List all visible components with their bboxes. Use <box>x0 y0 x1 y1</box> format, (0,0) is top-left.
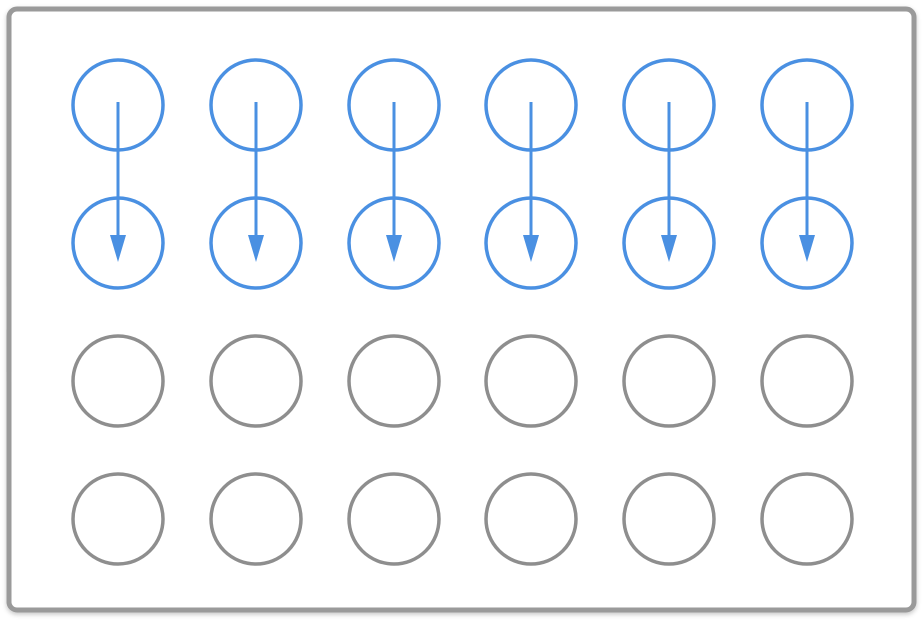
inactive-circle-r4-c1 <box>71 472 165 566</box>
arrow-down-icon <box>523 102 539 262</box>
arrow-down-icon <box>799 102 815 262</box>
inactive-circle-r3-c1 <box>71 334 165 428</box>
inactive-circle-r4-c6 <box>760 472 854 566</box>
arrow-down-icon <box>386 102 402 262</box>
arrow-down-icon <box>248 102 264 262</box>
inactive-circle-r3-c3 <box>347 334 441 428</box>
inactive-circle-r3-c6 <box>760 334 854 428</box>
inactive-circle-r4-c5 <box>622 472 716 566</box>
arrow-head <box>248 235 264 262</box>
arrow-head <box>386 235 402 262</box>
arrow-group <box>110 102 815 262</box>
arrow-head <box>661 235 677 262</box>
inactive-circle-r3-c2 <box>209 334 303 428</box>
inactive-circle-r4-c2 <box>209 472 303 566</box>
inactive-circle-r4-c4 <box>484 472 578 566</box>
arrow-down-icon <box>110 102 126 262</box>
arrow-down-icon <box>661 102 677 262</box>
arrow-head <box>523 235 539 262</box>
arrow-head <box>110 235 126 262</box>
inactive-circle-r3-c4 <box>484 334 578 428</box>
diagram-frame <box>6 6 917 613</box>
inactive-circle-r3-c5 <box>622 334 716 428</box>
inactive-circle-r4-c3 <box>347 472 441 566</box>
arrow-head <box>799 235 815 262</box>
